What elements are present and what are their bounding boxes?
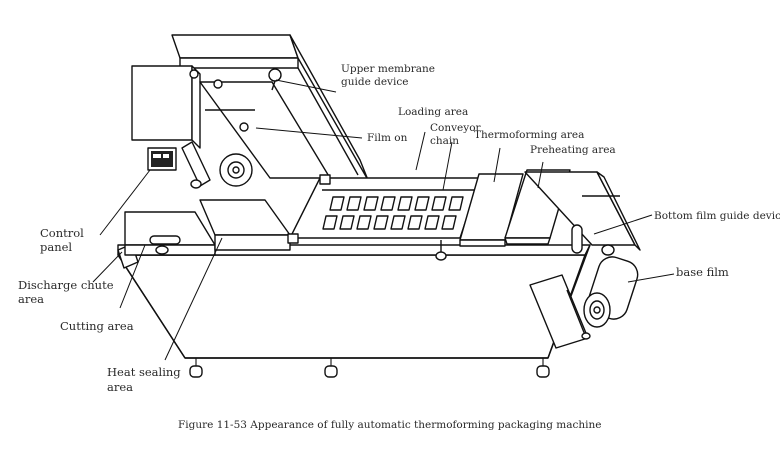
label-upper-membrane-2: guide device bbox=[341, 76, 408, 88]
label-conveyor: Conveyor bbox=[430, 122, 482, 134]
control-panel-screen bbox=[151, 151, 173, 167]
label-heat-sealing: Heat sealing bbox=[107, 365, 181, 379]
base-film-roll bbox=[529, 256, 639, 349]
forming-cavity bbox=[414, 196, 430, 211]
forming-cavity bbox=[356, 215, 372, 230]
heat-sealing-station bbox=[199, 199, 291, 251]
caster-wheel bbox=[324, 358, 338, 378]
upper-frame bbox=[131, 34, 369, 189]
forming-cavity bbox=[424, 215, 440, 230]
forming-cavity bbox=[322, 215, 338, 230]
forming-cavity bbox=[397, 196, 413, 211]
label-control-panel: Control bbox=[40, 226, 84, 240]
label-film-on: Film on bbox=[367, 132, 408, 144]
forming-cavity bbox=[390, 215, 406, 230]
caster-wheel bbox=[189, 358, 203, 378]
forming-cavity bbox=[373, 215, 389, 230]
label-control-panel-2: panel bbox=[40, 240, 72, 254]
forming-cavity bbox=[346, 196, 362, 211]
label-preheating-area: Preheating area bbox=[530, 144, 616, 156]
label-loading-area: Loading area bbox=[398, 106, 468, 118]
forming-cavity bbox=[380, 196, 396, 211]
label-discharge-chute-2: area bbox=[18, 292, 44, 306]
caster-wheels bbox=[189, 358, 550, 378]
forming-cavities bbox=[322, 196, 464, 230]
forming-cavity bbox=[407, 215, 423, 230]
forming-cavity bbox=[329, 196, 345, 211]
figure-caption: Figure 11-53 Appearance of fully automat… bbox=[178, 419, 601, 431]
leader-lines bbox=[92, 79, 675, 361]
label-thermoforming-area: Thermoforming area bbox=[474, 129, 584, 141]
forming-cavity bbox=[441, 215, 457, 230]
forming-cavity bbox=[363, 196, 379, 211]
thermoforming-station bbox=[459, 173, 524, 247]
label-heat-sealing-2: area bbox=[107, 380, 133, 394]
label-base-film: base film bbox=[676, 265, 729, 279]
label-cutting-area: Cutting area bbox=[60, 319, 134, 333]
forming-cavity bbox=[448, 196, 464, 211]
caster-wheel bbox=[536, 358, 550, 378]
label-discharge-chute: Discharge chute bbox=[18, 278, 114, 292]
cutting-station bbox=[124, 211, 216, 256]
machine-base bbox=[117, 244, 591, 359]
conveyor-chain bbox=[287, 174, 481, 261]
forming-cavity bbox=[431, 196, 447, 211]
upper-guide-roller bbox=[268, 68, 282, 82]
label-upper-membrane: Upper membrane bbox=[341, 63, 435, 75]
forming-cavity bbox=[339, 215, 355, 230]
label-bottom-film-guide: Bottom film guide device bbox=[654, 210, 780, 222]
label-conveyor-2: chain bbox=[430, 135, 459, 147]
labels: Upper membrane guide device Loading area… bbox=[18, 63, 780, 431]
bottom-film-guide bbox=[524, 171, 641, 256]
